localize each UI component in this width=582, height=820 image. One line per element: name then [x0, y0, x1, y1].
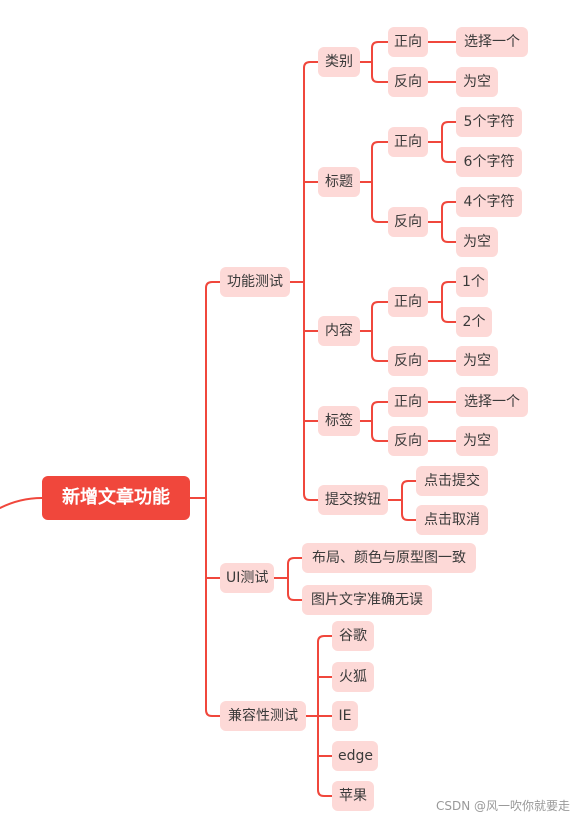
leaf-tag-empty[interactable]: 为空: [456, 426, 498, 456]
node-category-positive[interactable]: 正向: [388, 27, 428, 57]
node-category-negative[interactable]: 反向: [388, 67, 428, 97]
leaf-browser-ie[interactable]: IE: [332, 701, 358, 731]
leaf-content-2[interactable]: 2个: [456, 307, 492, 337]
leaf-browser-firefox[interactable]: 火狐: [332, 662, 374, 692]
branch-compat-test[interactable]: 兼容性测试: [220, 701, 306, 731]
leaf-ui-layout-color[interactable]: 布局、颜色与原型图一致: [302, 543, 476, 573]
node-tag[interactable]: 标签: [318, 406, 360, 436]
node-title-positive[interactable]: 正向: [388, 127, 428, 157]
leaf-title-5-chars[interactable]: 5个字符: [456, 107, 522, 137]
leaf-category-select-one[interactable]: 选择一个: [456, 27, 528, 57]
leaf-title-empty[interactable]: 为空: [456, 227, 498, 257]
leaf-content-1[interactable]: 1个: [456, 267, 488, 297]
leaf-click-submit[interactable]: 点击提交: [416, 466, 488, 496]
branch-func-test[interactable]: 功能测试: [220, 267, 290, 297]
node-content-positive[interactable]: 正向: [388, 287, 428, 317]
node-submit-button[interactable]: 提交按钮: [318, 485, 388, 515]
leaf-ui-image-text[interactable]: 图片文字准确无误: [302, 585, 432, 615]
branch-ui-test[interactable]: UI测试: [220, 563, 274, 593]
leaf-title-4-chars[interactable]: 4个字符: [456, 187, 522, 217]
node-tag-positive[interactable]: 正向: [388, 387, 428, 417]
leaf-browser-chrome[interactable]: 谷歌: [332, 621, 374, 651]
node-title-negative[interactable]: 反向: [388, 207, 428, 237]
leaf-content-empty[interactable]: 为空: [456, 346, 498, 376]
leaf-title-6-chars[interactable]: 6个字符: [456, 147, 522, 177]
node-content-negative[interactable]: 反向: [388, 346, 428, 376]
leaf-browser-edge[interactable]: edge: [332, 741, 378, 771]
node-category[interactable]: 类别: [318, 47, 360, 77]
leaf-click-cancel[interactable]: 点击取消: [416, 505, 488, 535]
leaf-tag-select-one[interactable]: 选择一个: [456, 387, 528, 417]
node-content[interactable]: 内容: [318, 316, 360, 346]
watermark-text: CSDN @风一吹你就要走: [435, 799, 570, 813]
node-tag-negative[interactable]: 反向: [388, 426, 428, 456]
node-title[interactable]: 标题: [318, 167, 360, 197]
leaf-category-empty[interactable]: 为空: [456, 67, 498, 97]
leaf-browser-safari[interactable]: 苹果: [332, 781, 374, 811]
root-node[interactable]: 新增文章功能: [42, 476, 190, 520]
